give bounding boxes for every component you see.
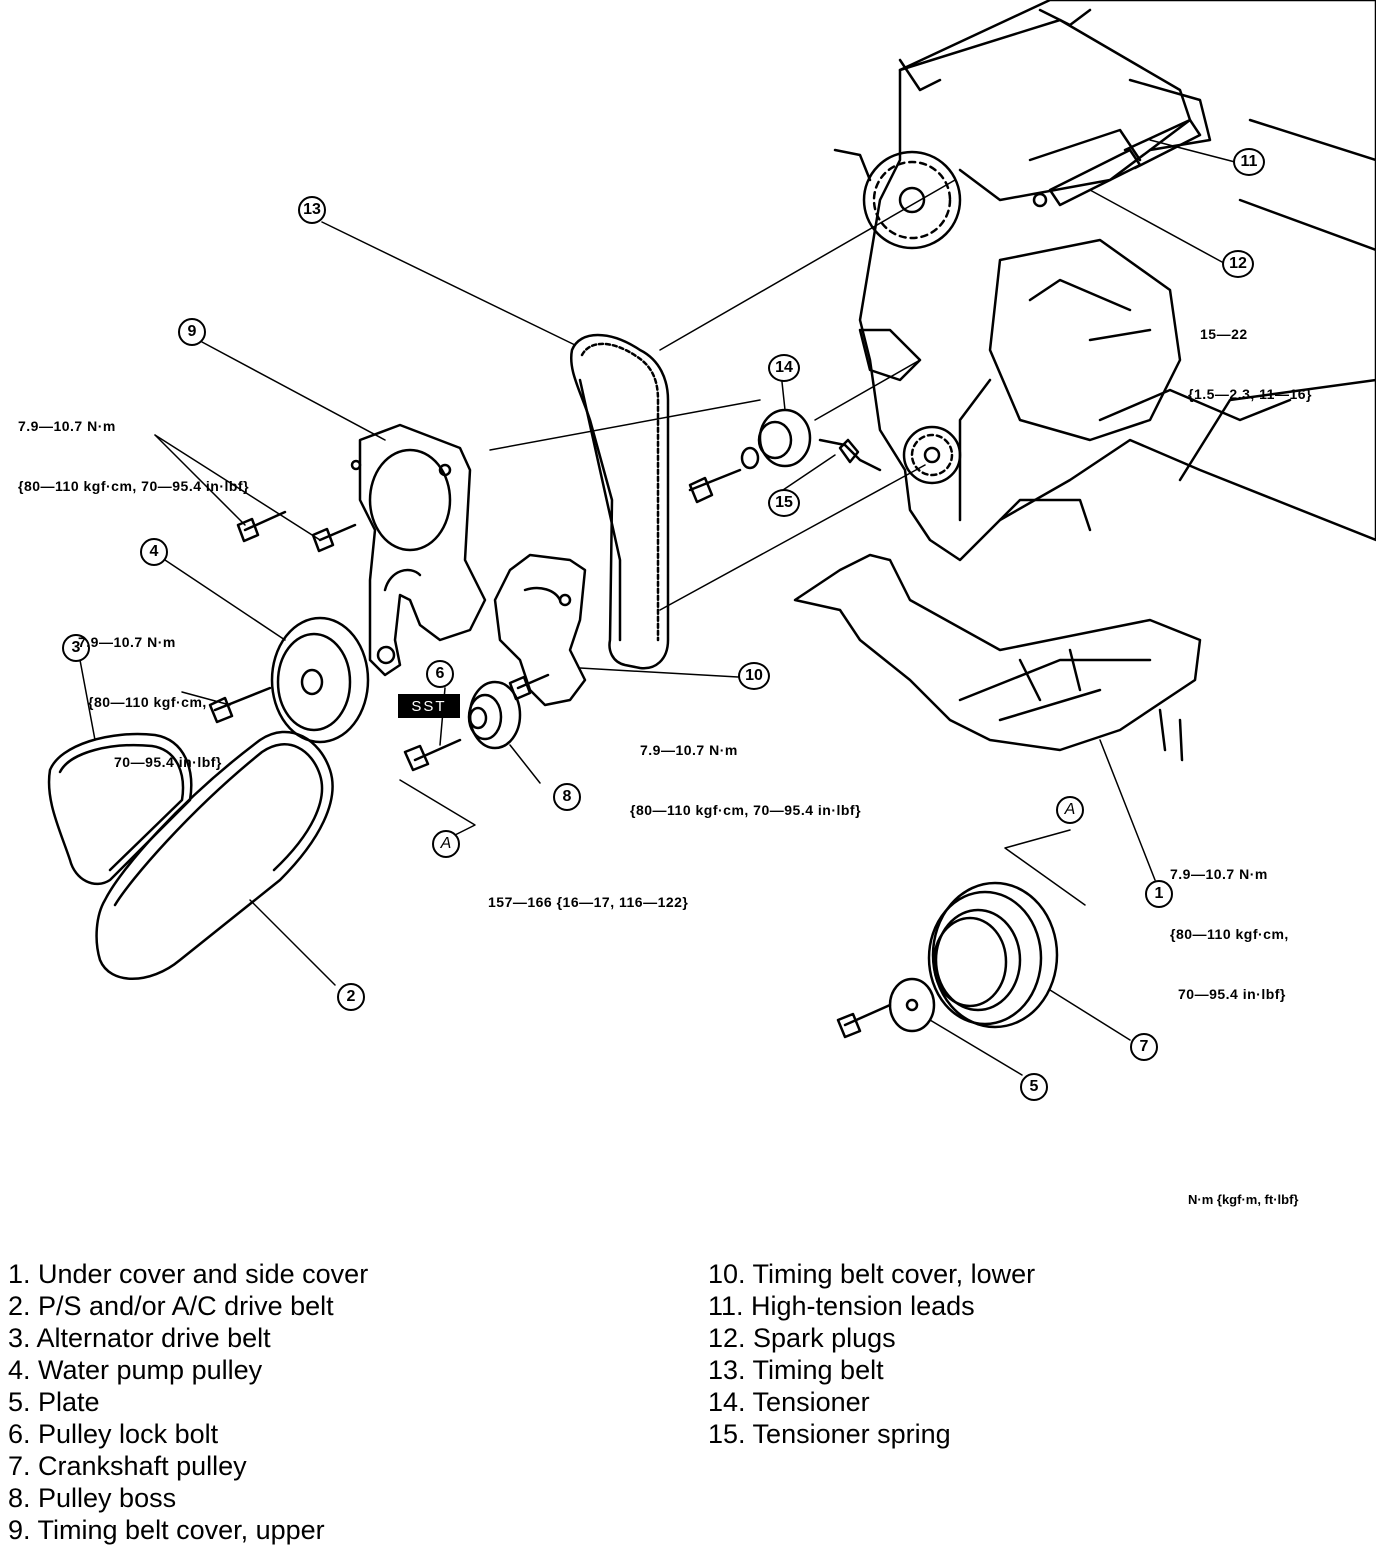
torque-spec-10-nm: 7.9—10.7 N·m xyxy=(640,742,738,758)
crankshaft-sprocket xyxy=(902,425,962,485)
callout-8: 8 xyxy=(553,783,581,811)
legend-item-1: 1. Under cover and side cover xyxy=(8,1259,369,1289)
torque-spec-4-nm: 7.9—10.7 N·m xyxy=(78,634,176,650)
callout-a-right: A xyxy=(1056,796,1084,824)
engine-block xyxy=(833,0,1376,562)
callout-4: 4 xyxy=(140,538,168,566)
legend-item-11: 11. High-tension leads xyxy=(708,1291,975,1321)
legend-right: 10. Timing belt cover, lower 11. High-te… xyxy=(708,1258,1035,1450)
torque-spec-1-alt2: 70—95.4 in·lbf} xyxy=(1178,986,1286,1002)
tensioner xyxy=(688,408,812,504)
torque-spec-9-nm: 7.9—10.7 N·m xyxy=(18,418,116,434)
callout-2: 2 xyxy=(337,983,365,1011)
legend-item-8: 8. Pulley boss xyxy=(8,1483,177,1513)
leader-lines xyxy=(79,139,1236,1076)
torque-spec-10: 7.9—10.7 N·m {80—110 kgf·cm, 70—95.4 in·… xyxy=(630,700,861,840)
legend-item-7: 7. Crankshaft pulley xyxy=(8,1451,247,1481)
callout-6: 6 xyxy=(426,660,454,688)
legend-item-6: 6. Pulley lock bolt xyxy=(8,1419,219,1449)
torque-spec-1-alt1: {80—110 kgf·cm, xyxy=(1170,926,1289,942)
legend-item-2: 2. P/S and/or A/C drive belt xyxy=(8,1291,334,1321)
legend-item-13: 13. Timing belt xyxy=(708,1355,884,1385)
callout-7: 7 xyxy=(1130,1033,1158,1061)
callout-10: 10 xyxy=(738,662,770,690)
callout-12: 12 xyxy=(1222,250,1254,278)
callout-5: 5 xyxy=(1020,1073,1048,1101)
callout-9: 9 xyxy=(178,318,206,346)
torque-spec-1-nm: 7.9—10.7 N·m xyxy=(1170,866,1268,882)
engine-exploded-diagram xyxy=(47,0,1376,1076)
callout-15: 15 xyxy=(768,489,800,517)
callout-1: 1 xyxy=(1145,880,1173,908)
timing-belt xyxy=(569,333,670,670)
timing-belt-cover-lower xyxy=(493,553,587,707)
under-cover xyxy=(793,553,1202,762)
legend-item-12: 12. Spark plugs xyxy=(708,1323,896,1353)
legend-item-4: 4. Water pump pulley xyxy=(8,1355,263,1385)
torque-spec-4-alt1: {80—110 kgf·cm, xyxy=(88,694,207,710)
sst-label: SST xyxy=(398,694,460,718)
legend-item-9: 9. Timing belt cover, upper xyxy=(8,1515,325,1545)
legend-item-5: 5. Plate xyxy=(8,1387,100,1417)
pulley-lock-bolt xyxy=(403,738,462,772)
cover-bolts xyxy=(236,510,550,701)
torque-spec-12-alt: {1.5—2.3, 11—16} xyxy=(1188,386,1312,402)
torque-spec-6: 157—166 {16—17, 116—122} xyxy=(488,852,688,932)
crankshaft-pulley xyxy=(927,881,1059,1029)
legend-item-3: 3. Alternator drive belt xyxy=(8,1323,271,1353)
torque-spec-9: 7.9—10.7 N·m {80—110 kgf·cm, 70—95.4 in·… xyxy=(18,376,249,516)
alternator-drive-belt xyxy=(47,732,193,886)
callout-14: 14 xyxy=(768,354,800,382)
callout-3: 3 xyxy=(62,634,90,662)
callout-11: 11 xyxy=(1233,148,1265,176)
torque-spec-4-alt2: 70—95.4 in·lbf} xyxy=(114,754,222,770)
units-note: N·m {kgf·m, ft·lbf} xyxy=(1188,1192,1299,1207)
ps-ac-drive-belt xyxy=(95,730,334,980)
plate xyxy=(836,977,936,1039)
tensioner-spring xyxy=(818,438,882,472)
water-pump-pulley xyxy=(208,616,370,744)
callout-a-left: A xyxy=(432,830,460,858)
legend-item-15: 15. Tensioner spring xyxy=(708,1419,951,1449)
spark-plug xyxy=(1032,118,1202,208)
torque-spec-4: 7.9—10.7 N·m {80—110 kgf·cm, 70—95.4 in·… xyxy=(78,592,222,792)
torque-spec-9-alt: {80—110 kgf·cm, 70—95.4 in·lbf} xyxy=(18,478,250,494)
torque-spec-1: 7.9—10.7 N·m {80—110 kgf·cm, 70—95.4 in·… xyxy=(1170,824,1289,1024)
timing-belt-cover-upper xyxy=(350,423,487,677)
callout-13: 13 xyxy=(298,196,326,224)
camshaft-sprocket xyxy=(862,150,962,250)
torque-spec-6-value: 157—166 {16—17, 116—122} xyxy=(488,894,689,910)
legend-left: 1. Under cover and side cover 2. P/S and… xyxy=(8,1258,368,1546)
pulley-boss xyxy=(467,680,522,750)
torque-spec-10-alt: {80—110 kgf·cm, 70—95.4 in·lbf} xyxy=(630,802,862,818)
legend-item-14: 14. Tensioner xyxy=(708,1387,870,1417)
torque-spec-12: 15—22 {1.5—2.3, 11—16} xyxy=(1188,284,1312,424)
legend-item-10: 10. Timing belt cover, lower xyxy=(708,1259,1036,1289)
torque-spec-12-nm: 15—22 xyxy=(1200,326,1248,342)
